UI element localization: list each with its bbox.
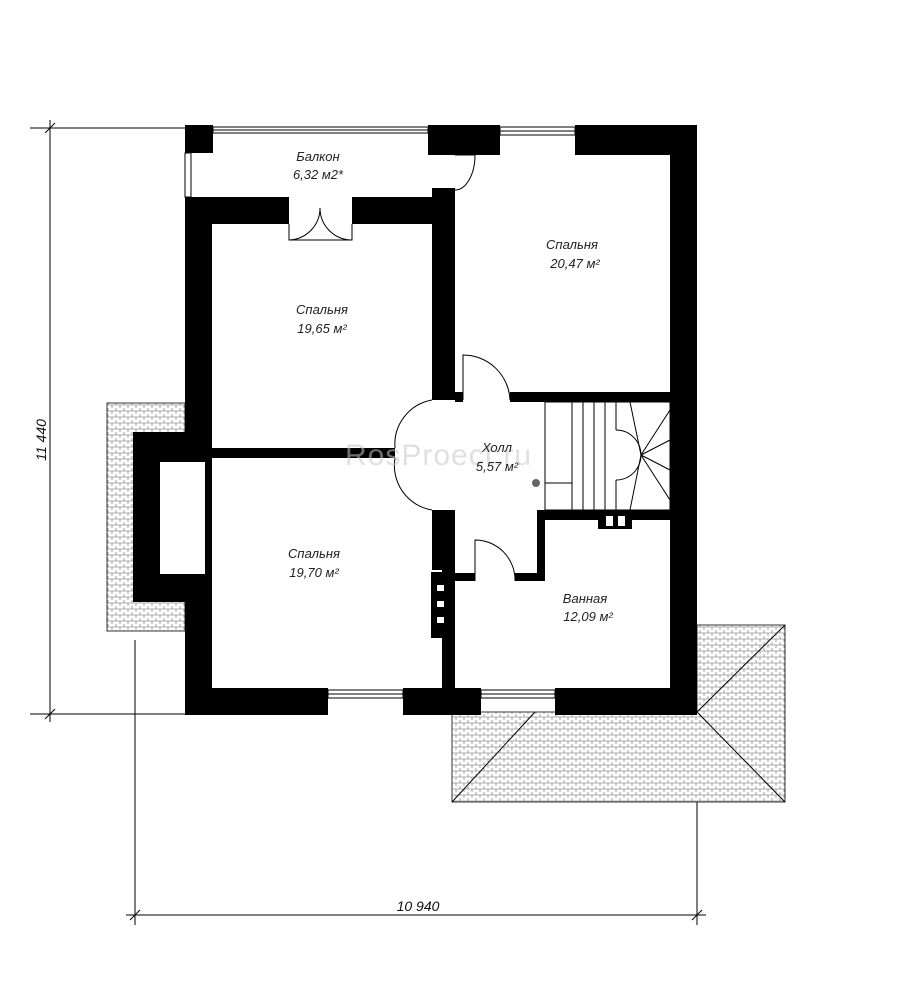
dimension-height: 11 440 — [33, 419, 49, 461]
doors — [288, 154, 516, 582]
staircase — [532, 401, 671, 511]
walls — [133, 125, 697, 715]
room-name-bedroom-nw: Спальня — [296, 302, 348, 317]
room-area-bedroom-sw: 19,70 м² — [289, 565, 339, 580]
room-area-bedroom-ne: 20,47 м² — [549, 256, 600, 271]
room-area-bathroom: 12,09 м² — [563, 609, 613, 624]
room-area-bedroom-nw: 19,65 м² — [297, 321, 347, 336]
room-name-balcony: Балкон — [296, 149, 339, 164]
dimension-width: 10 940 — [397, 898, 440, 914]
room-name-hall: Холл — [481, 440, 513, 455]
room-name-bedroom-sw: Спальня — [288, 546, 340, 561]
room-labels: Балкон 6,32 м2* Спальня 20,47 м² Спальня… — [288, 149, 613, 624]
ventilation-blocks — [431, 513, 632, 638]
windows — [184, 126, 576, 699]
room-area-balcony: 6,32 м2* — [293, 167, 344, 182]
room-name-bedroom-ne: Спальня — [546, 237, 598, 252]
room-name-bathroom: Ванная — [563, 591, 607, 606]
watermark: RosProect.ru — [345, 439, 532, 472]
room-area-hall: 5,57 м² — [476, 459, 519, 474]
